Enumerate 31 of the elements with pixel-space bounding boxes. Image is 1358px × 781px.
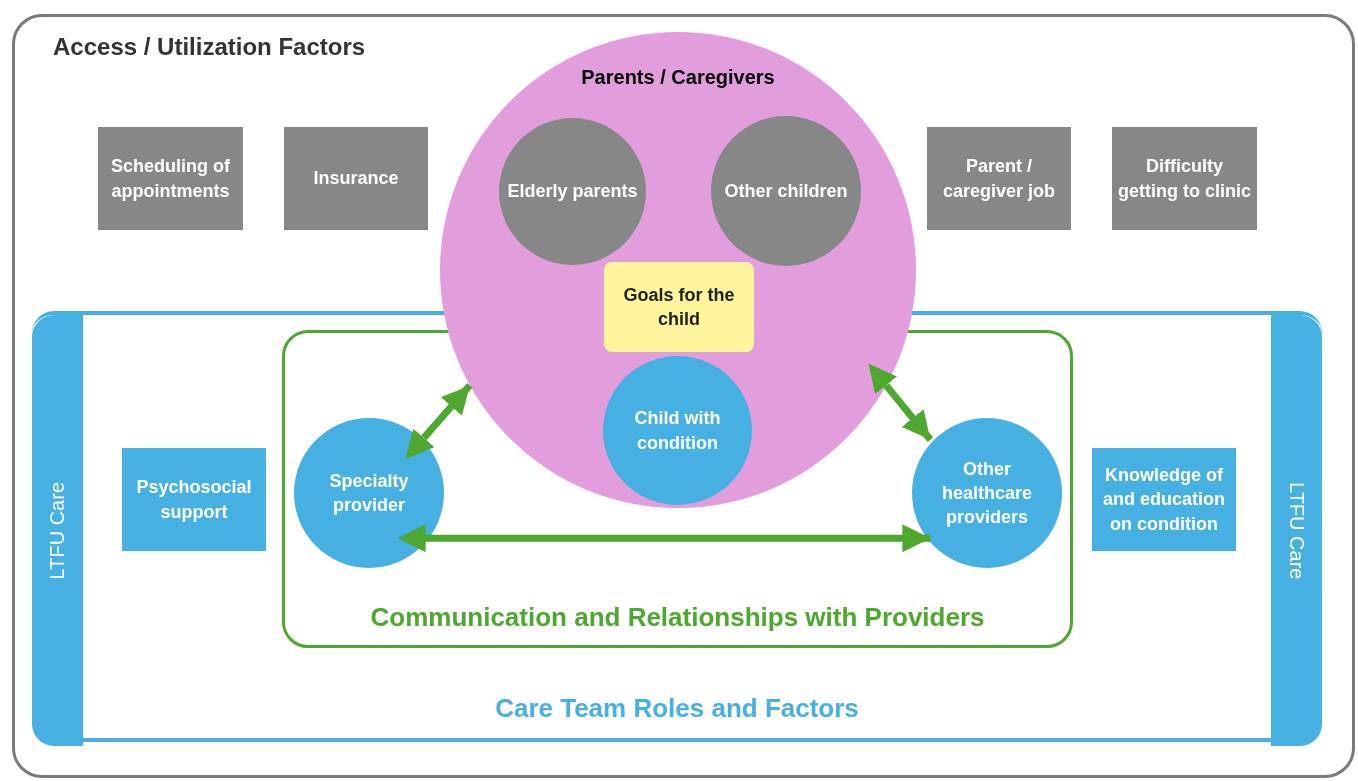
factor-box — [284, 127, 428, 230]
node-label: Insurance — [312, 167, 400, 191]
factor-box — [927, 127, 1071, 230]
circle-title: Parents / Caregivers — [581, 65, 775, 90]
frame-title: Access / Utilization Factors — [53, 32, 366, 62]
frame-title: Care Team Roles and Factors — [495, 691, 859, 725]
double-arrow — [868, 363, 934, 442]
side-bar — [1271, 315, 1322, 746]
goal-box — [604, 262, 754, 352]
node-label: LTFU Care — [45, 481, 69, 580]
double-arrow — [397, 524, 931, 553]
factor-box — [1092, 448, 1236, 551]
node-label: Scheduling of appointments — [110, 155, 231, 203]
node-label: Parent / caregiver job — [941, 155, 1057, 203]
node-label: Specialty provider — [328, 469, 410, 517]
node-label: LTFU Care — [1285, 481, 1309, 580]
outer-frame — [12, 14, 1355, 778]
node-label: Knowledge of and education on condition — [1102, 464, 1226, 536]
double-arrow — [405, 383, 473, 459]
node-label: Difficulty getting to clinic — [1117, 155, 1252, 203]
node-label: Child with condition — [633, 407, 722, 455]
side-bar — [32, 315, 83, 746]
node-label: Goals for the child — [622, 283, 736, 331]
node-label: Elderly parents — [506, 180, 639, 204]
factor-box — [98, 127, 243, 230]
factor-box — [1112, 127, 1257, 230]
node-label: Psychosocial support — [135, 476, 253, 524]
node-label: Other children — [723, 179, 849, 203]
node-label: Other healthcare providers — [940, 457, 1033, 530]
factor-box — [122, 448, 266, 551]
frame-title: Communication and Relationships with Providers — [370, 600, 985, 634]
